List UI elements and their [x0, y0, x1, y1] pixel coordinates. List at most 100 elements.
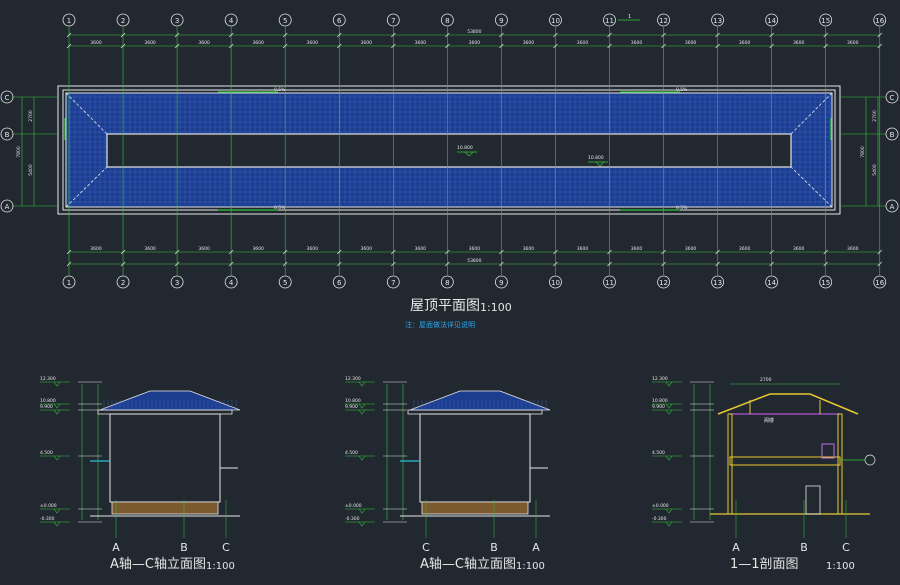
top-span-dim: 3600 — [144, 40, 156, 46]
side-big-dim: 5400 — [28, 164, 34, 176]
bottom-span-dim: 3600 — [415, 246, 427, 252]
dim-tick — [228, 261, 234, 267]
dim-tick — [661, 43, 666, 49]
level-text: 12.300 — [345, 376, 361, 382]
plan-title: 屋顶平面图 — [410, 298, 480, 314]
dim-tick — [120, 43, 126, 49]
axis-bubble — [332, 275, 346, 289]
dim-tick — [877, 249, 882, 255]
axis-bubble — [332, 13, 346, 27]
axis-bubble-label: 11 — [605, 279, 614, 287]
view-scale: 1:100 — [516, 561, 545, 572]
view-axis-label: B — [490, 541, 498, 554]
view-axis-label: C — [222, 541, 230, 554]
top-span-dim: 3600 — [793, 40, 805, 46]
top-span-dim: 3600 — [469, 40, 481, 46]
dim-tick — [607, 261, 612, 267]
dim-tick — [282, 32, 288, 38]
bottom-total-dim: 53800 — [467, 258, 481, 264]
dim-tick — [553, 32, 558, 38]
level-text: 10.800 — [40, 398, 56, 404]
view-axis-label: B — [800, 541, 808, 554]
view-axis-label: C — [422, 541, 430, 554]
dim-tick — [607, 249, 612, 255]
level-text: 4.500 — [652, 450, 665, 456]
view-scale: 1:100 — [206, 561, 235, 572]
axis-bubble-label: 5 — [283, 279, 287, 287]
level-triangle — [53, 403, 61, 409]
dim-tick — [337, 261, 342, 267]
slope-label: 0.5% — [274, 87, 286, 93]
axis-bubble-label: 10 — [551, 17, 560, 25]
bottom-span-dim: 3600 — [577, 246, 589, 252]
dim-tick — [228, 249, 234, 255]
dim-tick — [391, 43, 396, 49]
axis-bubble — [885, 199, 899, 213]
axis-bubble-label: 12 — [659, 279, 668, 287]
dim-tick — [337, 32, 342, 38]
slope-label: 0.5% — [676, 87, 688, 93]
axis-bubble — [116, 13, 130, 27]
axis-bubble-label: 1 — [67, 17, 71, 25]
top-total-dim: 53800 — [467, 29, 481, 35]
top-span-dim: 3600 — [847, 40, 859, 46]
plan-scale: 1:100 — [480, 301, 512, 314]
axis-bubble — [873, 13, 887, 27]
elevation-mark-triangle — [464, 151, 474, 157]
axis-bubble — [170, 13, 184, 27]
axis-bubble — [278, 275, 292, 289]
axis-bubble-label: 13 — [713, 17, 722, 25]
axis-bubble — [819, 275, 833, 289]
level-triangle — [665, 403, 673, 409]
dim-tick — [607, 43, 612, 49]
plan-parapet-line — [62, 89, 836, 211]
side-small-dim: 2700 — [28, 110, 34, 122]
dim-tick — [391, 261, 396, 267]
dim-tick — [66, 43, 72, 49]
level-triangle — [358, 521, 366, 527]
axis-bubble-label: 8 — [445, 17, 449, 25]
top-span-dim: 3600 — [631, 40, 643, 46]
dim-tick — [823, 32, 828, 38]
axis-bubble — [885, 90, 899, 104]
dim-tick — [391, 249, 396, 255]
top-span-dim: 3600 — [361, 40, 373, 46]
elevation-roof-hatch — [103, 400, 237, 409]
dim-tick — [553, 261, 558, 267]
view-title: A轴—C轴立面图 — [110, 557, 206, 572]
level-triangle — [665, 455, 673, 461]
section-stair — [805, 485, 821, 515]
level-triangle — [53, 508, 61, 514]
top-span-dim: 3600 — [577, 40, 589, 46]
dim-tick — [715, 261, 720, 267]
level-triangle — [358, 403, 366, 409]
level-text: -0.300 — [345, 516, 360, 522]
axis-bubble-label: 16 — [875, 279, 884, 287]
view-scale: 1:100 — [826, 561, 855, 572]
axis-bubble-label: 13 — [713, 279, 722, 287]
dim-tick — [499, 32, 504, 38]
dim-tick — [282, 261, 288, 267]
dim-tick — [445, 261, 450, 267]
dim-tick — [553, 43, 558, 49]
dim-tick — [715, 249, 720, 255]
elevation-mark-text: 10.800 — [457, 145, 473, 151]
axis-bubble — [116, 275, 130, 289]
dim-tick — [66, 261, 72, 267]
level-text: 12.300 — [40, 376, 56, 382]
dim-tick — [877, 43, 882, 49]
roof-plan: 1122334455667788991010111112121313141415… — [0, 13, 899, 289]
level-text: ±0.000 — [652, 503, 669, 509]
bottom-span-dim: 3600 — [847, 246, 859, 252]
bottom-span-dim: 3600 — [144, 246, 156, 252]
axis-bubble-label: 15 — [821, 17, 830, 25]
dim-tick — [445, 43, 450, 49]
view-axis-label: B — [180, 541, 188, 554]
top-span-dim: 3600 — [739, 40, 751, 46]
view-axis-label: A — [112, 541, 120, 554]
dim-tick — [499, 43, 504, 49]
